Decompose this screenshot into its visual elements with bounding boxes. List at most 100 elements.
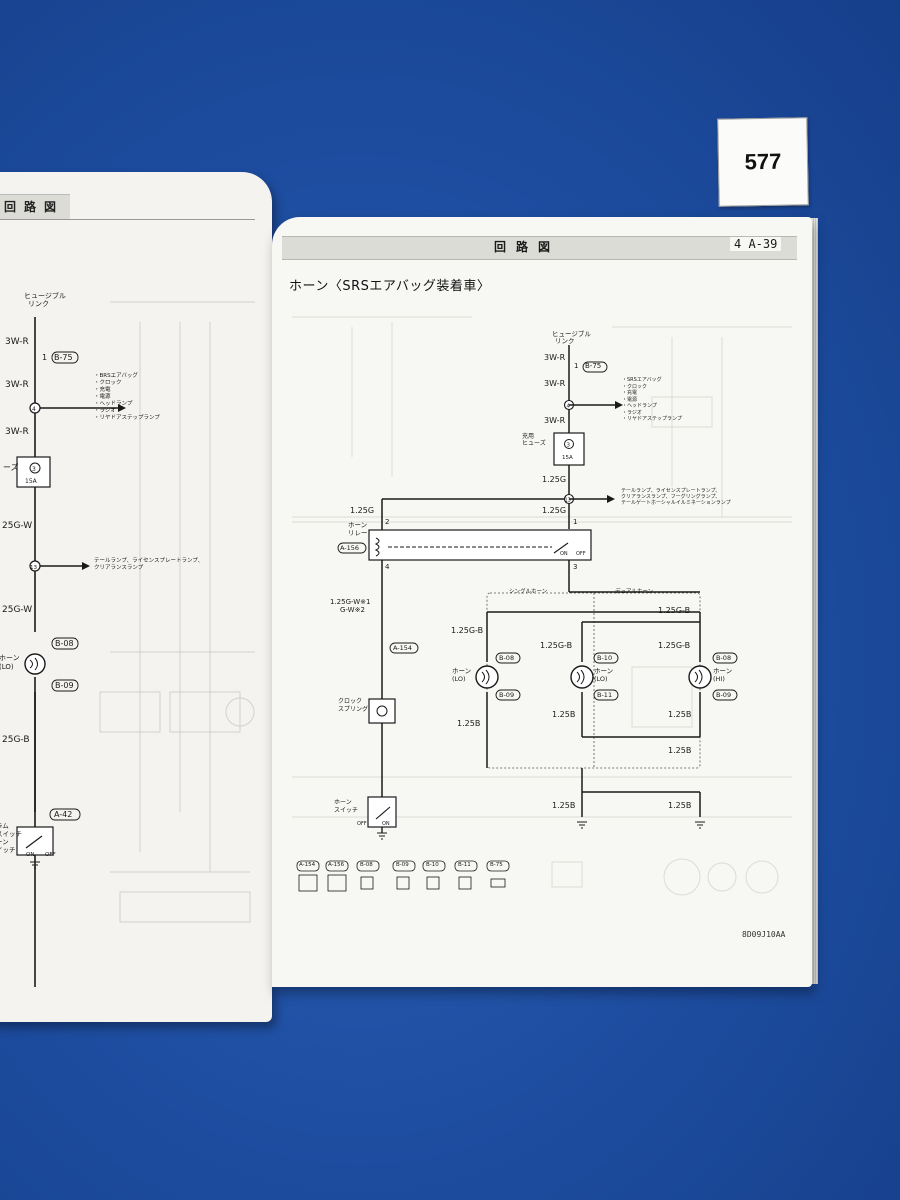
dual-horn-lo-symbol [570, 665, 594, 689]
lot-number-sticker: 577 [717, 117, 809, 207]
tail-lamp-feeds: テールランプ、ライセンスプレートランプ、 クリアランスランプ、フーグリングランプ… [621, 488, 731, 506]
wire-label-125b-return: 1.25B [668, 746, 692, 755]
relay-pin-3: 3 [573, 563, 578, 571]
spare-fuse-amp: 15A [562, 455, 573, 461]
left-fuse-amp: 15A [25, 478, 37, 485]
left-wiring-diagram: 4 13 3 [16, 301, 255, 987]
left-connector-b09: B-09 [55, 681, 74, 690]
left-switch-on: ON [26, 852, 35, 858]
left-wire-label-2: 3W-R [5, 380, 29, 390]
relay-on: ON [560, 551, 568, 557]
legend-connector-b09: B-09 [396, 862, 409, 868]
svg-text:4: 4 [32, 406, 36, 413]
pin-1-b75: 1 [574, 362, 579, 370]
right-header-title: 回路図 [494, 240, 561, 254]
connector-b10: B-10 [597, 654, 613, 662]
left-tail-lamp-label: テールランプ、ライセンスプレートランプ、 クリアランスランプ [94, 558, 204, 571]
left-wire-label-3: 3W-R [5, 427, 29, 437]
left-switch-label: ラム スイッチ ーン イッチ [0, 822, 22, 854]
horn-relay-label: ホーン リレー [348, 521, 368, 537]
dual-horn-lo-name: ホーン (LO) [594, 667, 614, 683]
wire-label-125gw: 1.25G-W※1 G-W※2 [330, 598, 371, 614]
left-feed-list: ・BRSエアバッグ ・クロック ・充電 ・電源 ・ヘッドランプ ・ラジオ ・リヤ… [94, 373, 160, 421]
left-page: 回路図 4 13 [0, 172, 272, 1022]
page-stack-edge [810, 218, 818, 984]
relay-pin-4: 4 [385, 563, 390, 571]
wire-label-125b-gnd-right: 1.25B [668, 801, 692, 810]
horn-relay-box [368, 529, 592, 561]
section-title: ホーン〈SRSエアバッグ装着車〉 [289, 279, 491, 294]
single-horn-symbol [475, 665, 499, 689]
wire-label-125b-gnd-left: 1.25B [552, 801, 576, 810]
left-page-header: 回路図 [0, 194, 70, 220]
svg-text:3: 3 [32, 466, 36, 473]
horn-wiring-diagram: 4 13 3 [292, 316, 792, 896]
legend-connector-b08: B-08 [360, 862, 373, 868]
left-wire-label-5: 25G-W [2, 605, 33, 615]
connector-b08-dual: B-08 [716, 654, 732, 662]
legend-connector-b75: B-75 [490, 862, 503, 868]
svg-text:3: 3 [567, 443, 571, 449]
left-fusible-link-label: ヒュージブル リンク [24, 292, 66, 308]
single-horn-label: シングルホーン [509, 589, 548, 595]
clock-spring-box [368, 698, 396, 724]
svg-text:13: 13 [565, 498, 571, 504]
connector-a156: A-156 [340, 544, 360, 552]
lot-number: 577 [744, 148, 782, 175]
relay-pin-2: 2 [385, 518, 390, 526]
left-wire-label-4: 25G-W [2, 521, 33, 531]
right-header-band [282, 236, 797, 260]
switch-off: OFF [357, 821, 367, 827]
connector-b11: B-11 [597, 691, 613, 699]
left-wire-label-6: 25G-B [2, 735, 30, 745]
dual-horn-hi-name: ホーン (HI) [713, 667, 733, 683]
connector-a154: A-154 [393, 644, 413, 652]
fusible-link-label: ヒュージブル リンク [552, 330, 591, 345]
dual-horn-label: デュアルホーン [615, 589, 654, 595]
left-splice-13 [29, 560, 41, 572]
dual-horn-hi-symbol [688, 665, 712, 689]
wire-label-125g-c: 1.25G [542, 506, 567, 515]
connector-b08-single: B-08 [499, 654, 515, 662]
left-connector-a42: A-42 [54, 810, 73, 819]
legend-connector-a156: A-156 [328, 862, 345, 868]
left-switch-off: OFF [45, 852, 56, 858]
clock-spring-label: クロック スプリング [338, 698, 369, 713]
left-pin-label: 1 [42, 353, 48, 362]
wire-label-125b-single: 1.25B [457, 719, 481, 728]
wire-label-3wr-low: 3W-R [544, 416, 566, 425]
left-header-rule [0, 219, 255, 220]
single-horn-name: ホーン (LO) [452, 667, 472, 683]
wire-label-125gb-single: 1.25G-B [451, 626, 484, 635]
left-connector-b75: B-75 [54, 353, 73, 362]
horn-switch-box [367, 796, 397, 828]
wire-label-125gb-dual-lo: 1.25G-B [540, 641, 573, 650]
power-feed-list: ・SRSエアバッグ ・クロック ・充電 ・電源 ・ヘッドランプ ・ラジオ ・リヤ… [622, 377, 682, 422]
relay-pin-1: 1 [573, 518, 578, 526]
wire-label-125gb-top: 1.25G-B [658, 606, 691, 615]
connector-b75: B-75 [585, 362, 602, 370]
wire-label-125b-dual-hi: 1.25B [668, 710, 692, 719]
legend-connector-a154: A-154 [299, 862, 316, 868]
horn-switch-label: ホーン スイッチ [334, 799, 359, 814]
svg-text:13: 13 [30, 565, 37, 571]
page-code: 4 A-39 [730, 237, 782, 251]
wire-label-125gb-dual-hi: 1.25G-B [658, 641, 691, 650]
legend-connector-b11: B-11 [458, 862, 471, 868]
right-page: 回路図 4 A-39 ホーン〈SRSエアバッグ装着車〉 [272, 217, 812, 987]
left-horn-symbol [24, 653, 46, 675]
spare-fuse-label: 充用 ヒューズ [522, 433, 546, 447]
left-fuse-label: ーズ [3, 463, 19, 472]
wire-label-125g-a: 1.25G [542, 475, 567, 484]
connector-b09-dual: B-09 [716, 691, 732, 699]
legend-connector-b10: B-10 [426, 862, 439, 868]
wire-label-125b-dual-lo: 1.25B [552, 710, 576, 719]
footer-code: 8D09J10AA [742, 930, 786, 939]
relay-off: OFF [576, 551, 586, 557]
wire-label-3wr-mid: 3W-R [544, 379, 566, 388]
left-splice-4 [29, 402, 41, 414]
switch-on: ON [382, 821, 390, 827]
left-connector-b08: B-08 [55, 639, 74, 648]
svg-text:4: 4 [567, 404, 571, 410]
connector-b09-single: B-09 [499, 691, 515, 699]
